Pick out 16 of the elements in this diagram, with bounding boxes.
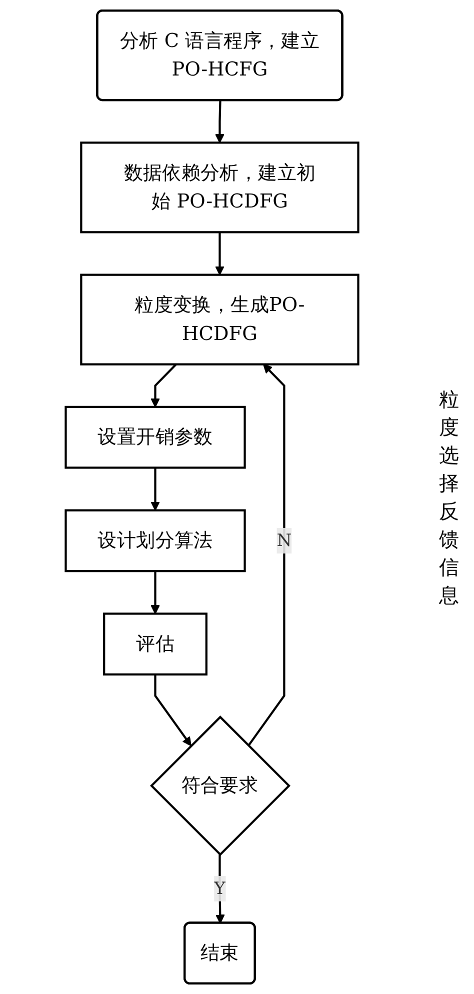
node-box: 设置开销参数	[64, 406, 246, 469]
node-box: 设计划分算法	[64, 509, 246, 572]
node-diamond: 符合要求	[150, 716, 290, 856]
arrow	[215, 100, 224, 144]
arrow	[154, 674, 192, 746]
arrow	[150, 468, 160, 511]
node-box: 评估	[103, 612, 208, 676]
node-box: 粒度变换，生成PO-HCDFG	[80, 274, 360, 366]
edge-label: Y	[214, 878, 226, 898]
arrow	[248, 364, 286, 746]
arrow	[150, 364, 177, 408]
feedback-note: 粒度选择反馈信息	[438, 386, 460, 609]
edge-label: N	[276, 530, 292, 550]
node-box: 数据依赖分析，建立初始 PO-HCDFG	[80, 142, 360, 234]
arrow	[150, 571, 160, 614]
arrow	[215, 232, 224, 276]
